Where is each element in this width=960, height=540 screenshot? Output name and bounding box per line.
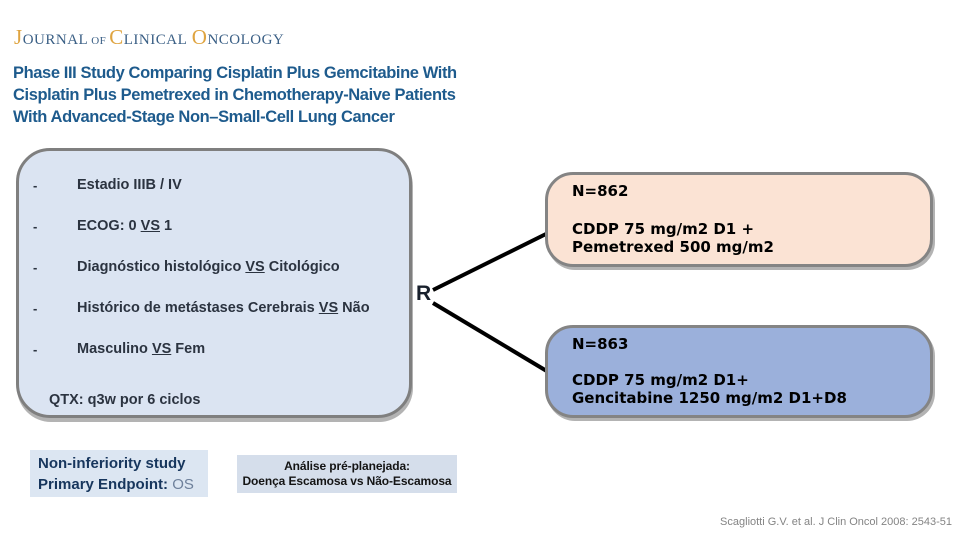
stratification-item: - Masculino VS Fem xyxy=(19,339,409,360)
stratification-item-text: Histórico de metástases Cerebrais VS Não xyxy=(77,298,370,319)
analysis-line-1: Análise pré-planejada: xyxy=(284,459,410,473)
arm-regimen-line-2: Pemetrexed 500 mg/m2 xyxy=(572,238,774,256)
dash-bullet: - xyxy=(33,178,38,193)
chemo-schedule-note: QTX: q3w por 6 ciclos xyxy=(49,392,201,408)
title-line-1: Phase III Study Comparing Cisplatin Plus… xyxy=(13,64,457,82)
logo-initial-c: C xyxy=(109,25,124,49)
title-line-3: With Advanced-Stage Non–Small-Cell Lung … xyxy=(13,108,395,126)
dash-bullet: - xyxy=(33,342,38,357)
item-text-pre: Masculino xyxy=(77,341,152,357)
arm-pemetrexed-box: N=862 CDDP 75 mg/m2 D1 + Pemetrexed 500 … xyxy=(545,172,933,267)
item-text-pre: ECOG: 0 xyxy=(77,218,141,234)
stratification-item-text: Masculino VS Fem xyxy=(77,339,205,360)
item-text-vs: VS xyxy=(140,218,160,234)
endpoint-label: Primary Endpoint: xyxy=(38,476,173,493)
endpoint-value: OS xyxy=(172,476,194,493)
item-text-post: 1 xyxy=(160,218,173,234)
stratification-item-text: Estadio IIIB / IV xyxy=(77,175,182,196)
connector-line-bottom xyxy=(431,301,552,375)
study-title: Phase III Study Comparing Cisplatin Plus… xyxy=(13,62,457,128)
arm-regimen-line-1: CDDP 75 mg/m2 D1 + xyxy=(572,220,755,238)
logo-of: OF xyxy=(91,35,107,47)
arm-regimen: CDDP 75 mg/m2 D1+ Gencitabine 1250 mg/m2… xyxy=(572,371,916,407)
randomization-label: R xyxy=(416,282,432,305)
item-text-pre: Diagnóstico histológico xyxy=(77,259,246,275)
item-text-vs: VS xyxy=(318,300,339,316)
item-text-post: Fem xyxy=(171,341,206,357)
logo-text: NCOLOGY xyxy=(207,32,285,48)
item-text-pre: Estadio IIIB / IV xyxy=(77,177,182,193)
title-line-2: Cisplatin Plus Pemetrexed in Chemotherap… xyxy=(13,86,456,104)
study-type-line: Non-inferiority study xyxy=(38,455,186,472)
item-text-vs: VS xyxy=(151,341,172,357)
dash-bullet: - xyxy=(33,260,38,275)
dash-bullet: - xyxy=(33,219,38,234)
stratification-item: - Diagnóstico histológico VS Citológico xyxy=(19,257,409,278)
arm-regimen: CDDP 75 mg/m2 D1 + Pemetrexed 500 mg/m2 xyxy=(572,220,916,256)
dash-bullet: - xyxy=(33,301,38,316)
stratification-box: - Estadio IIIB / IV - ECOG: 0 VS 1 - Dia… xyxy=(16,148,412,418)
item-text-post: Citológico xyxy=(264,259,340,275)
arm-n-count: N=863 xyxy=(572,335,629,353)
logo-text: OURNAL xyxy=(22,32,89,48)
item-text-post: Não xyxy=(338,300,370,316)
arm-regimen-line-1: CDDP 75 mg/m2 D1+ xyxy=(572,371,749,389)
stratification-list: - Estadio IIIB / IV - ECOG: 0 VS 1 - Dia… xyxy=(19,151,409,360)
stratification-item-text: Diagnóstico histológico VS Citológico xyxy=(77,257,340,278)
logo-initial-o: O xyxy=(191,25,208,49)
stratification-item: - ECOG: 0 VS 1 xyxy=(19,216,409,237)
item-text-vs: VS xyxy=(245,259,265,275)
item-text-pre: Histórico de metástases Cerebrais xyxy=(77,300,319,316)
preplanned-analysis-note: Análise pré-planejada: Doença Escamosa v… xyxy=(237,455,457,493)
citation: Scagliotti G.V. et al. J Clin Oncol 2008… xyxy=(720,516,952,528)
stratification-item-text: ECOG: 0 VS 1 xyxy=(77,216,172,237)
stratification-item: - Histórico de metástases Cerebrais VS N… xyxy=(19,298,409,319)
stratification-item: - Estadio IIIB / IV xyxy=(19,175,409,196)
arm-regimen-line-2: Gencitabine 1250 mg/m2 D1+D8 xyxy=(572,389,847,407)
logo-text: LINICAL xyxy=(123,32,188,48)
analysis-line-2: Doença Escamosa vs Não-Escamosa xyxy=(242,474,452,488)
connector-line-top xyxy=(432,229,553,292)
study-type-note: Non-inferiority study Primary Endpoint: … xyxy=(30,450,208,497)
primary-endpoint-line: Primary Endpoint: OS xyxy=(38,474,208,495)
arm-n-count: N=862 xyxy=(572,182,629,200)
logo-initial-j: J xyxy=(14,25,23,49)
arm-gemcitabine-box: N=863 CDDP 75 mg/m2 D1+ Gencitabine 1250… xyxy=(545,325,933,418)
